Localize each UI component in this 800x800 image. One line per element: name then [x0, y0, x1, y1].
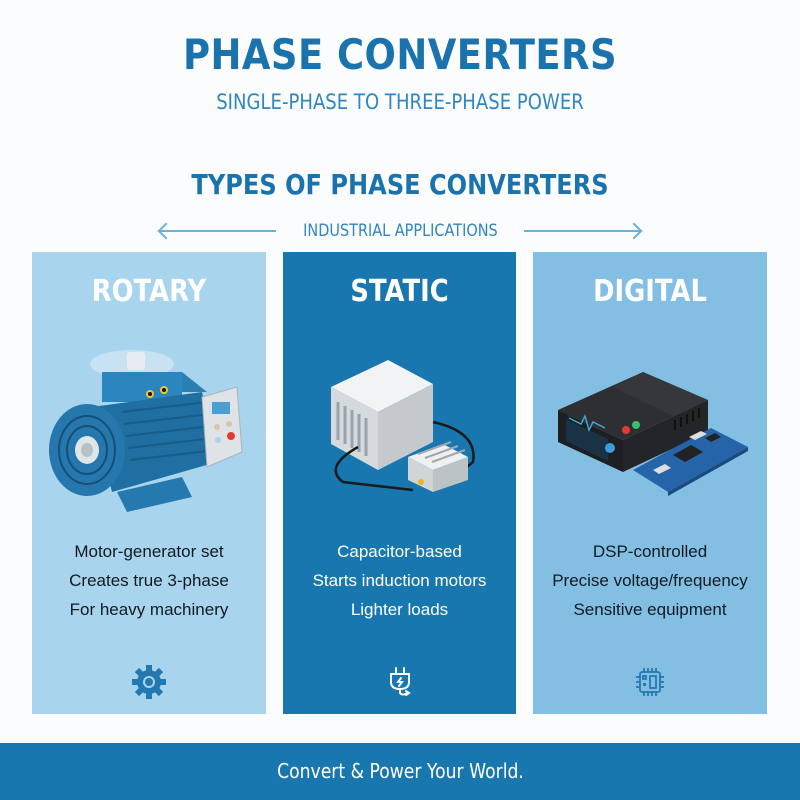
feature-item: For heavy machinery: [69, 600, 229, 619]
feature-item: Sensitive equipment: [573, 600, 727, 619]
left-arrow-icon: [160, 230, 276, 232]
industrial-applications-banner: INDUSTRIAL APPLICATIONS: [160, 218, 641, 244]
section-title: TYPES OF PHASE CONVERTERS: [191, 168, 609, 201]
page-title: PHASE CONVERTERS: [182, 30, 618, 79]
plug-icon: [389, 667, 411, 696]
feature-item: Capacitor-based: [337, 542, 462, 561]
feature-item: Lighter loads: [350, 600, 449, 619]
feature-list: Capacitor-based Starts induction motors …: [283, 537, 516, 624]
panel-title: STATIC: [350, 274, 449, 309]
feature-item: Precise voltage/frequency: [552, 571, 748, 590]
gear-icon: [132, 665, 166, 699]
motor-illustration-icon: [49, 350, 243, 512]
panel-digital: DIGITAL DSP-controlled Precise voltage/f…: [533, 252, 767, 714]
feature-list: Motor-generator set Creates true 3-phase…: [32, 537, 266, 624]
feature-item: Starts induction motors: [312, 571, 487, 590]
panel-title: DIGITAL: [593, 274, 707, 309]
chip-icon: [636, 668, 664, 696]
capacitor-illustration-icon: [331, 360, 475, 492]
feature-item: Motor-generator set: [74, 542, 224, 561]
panel-title: ROTARY: [91, 274, 207, 309]
panel-static: STATIC Capacitor-based Starts induction …: [283, 252, 516, 714]
right-arrow-icon: [524, 230, 641, 232]
applications-label: INDUSTRIAL APPLICATIONS: [302, 221, 498, 241]
footer-banner: Convert & Power Your World.: [0, 743, 800, 800]
panel-rotary: ROTARY Motor-generator set Creates true …: [32, 252, 266, 714]
feature-item: Creates true 3-phase: [69, 571, 229, 590]
feature-item: DSP-controlled: [592, 542, 708, 561]
page-subtitle: SINGLE-PHASE TO THREE-PHASE POWER: [216, 90, 584, 114]
feature-list: DSP-controlled Precise voltage/frequency…: [533, 537, 767, 624]
footer-tagline: Convert & Power Your World.: [276, 759, 524, 783]
digital-controller-illustration-icon: [558, 372, 748, 496]
